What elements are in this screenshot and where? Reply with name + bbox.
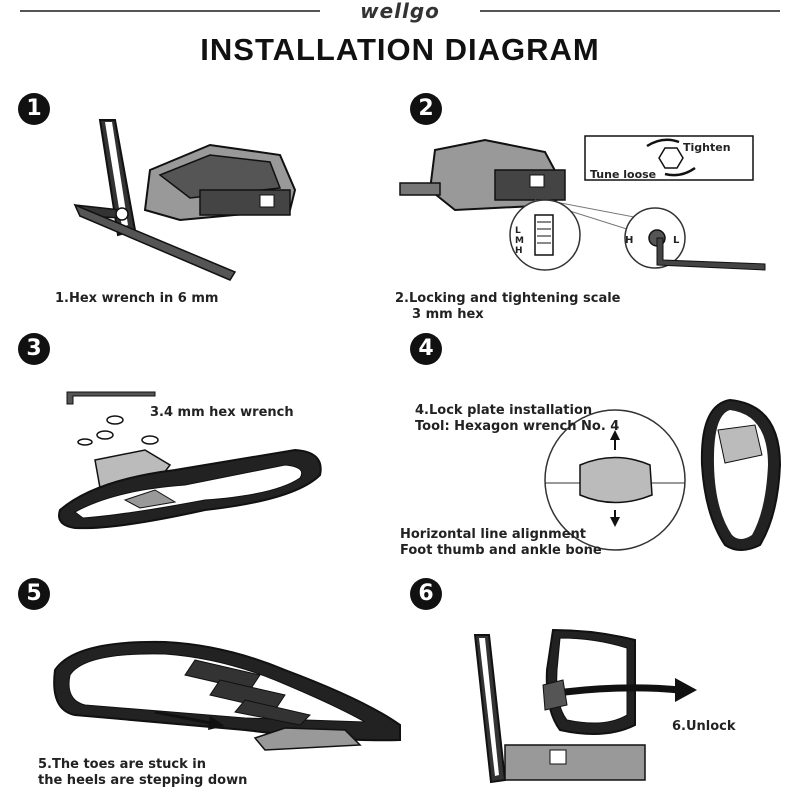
step-6-caption: 6.Unlock	[672, 719, 736, 734]
step-4-illustration	[544, 398, 782, 551]
step-4-caption-line3: Horizontal line alignment	[400, 527, 586, 542]
step-2-scale-letter-l: L	[515, 226, 521, 236]
step-4-badge: 4	[410, 333, 442, 365]
step-5-caption-line2: the heels are stepping down	[38, 773, 248, 788]
step-2-caption-line1: 2.Locking and tightening scale	[395, 291, 621, 306]
step-5-caption-line1: 5.The toes are stuck in	[38, 757, 206, 772]
step-3-badge: 3	[18, 333, 50, 365]
header-rule-right	[480, 10, 780, 12]
step-2-caption-line2: 3 mm hex	[412, 307, 484, 322]
step-2-badge: 2	[410, 93, 442, 125]
step-2-knob-label-h: H	[625, 235, 634, 246]
brand-logo: wellgo	[360, 0, 440, 23]
step-3-illustration	[58, 391, 322, 530]
step-2-loose-label: Tune loose	[590, 168, 657, 181]
step-1-illustration	[73, 119, 297, 281]
header-rule-left	[20, 10, 320, 12]
step-4-caption-line4: Foot thumb and ankle bone	[400, 543, 602, 558]
step-1-caption: 1.Hex wrench in 6 mm	[55, 291, 219, 306]
page-title: INSTALLATION DIAGRAM	[200, 32, 600, 67]
step-5-badge: 5	[18, 578, 50, 610]
step-2-illustration	[399, 135, 766, 271]
step-2-knob-label-l: L	[673, 235, 680, 246]
step-3-caption: 3.4 mm hex wrench	[150, 405, 294, 420]
step-2-scale-letter-h: H	[515, 246, 523, 256]
step-4-caption-line2: Tool: Hexagon wrench No. 4	[415, 419, 620, 434]
step-6-badge: 6	[410, 578, 442, 610]
step-5-illustration	[53, 640, 401, 751]
step-4-caption-line1: 4.Lock plate installation	[415, 403, 593, 418]
step-2-tighten-label: Tighten	[683, 141, 731, 154]
step-2-scale-letter-m: M	[515, 236, 524, 246]
step-6-illustration	[473, 628, 697, 784]
step-1-badge: 1	[18, 93, 50, 125]
